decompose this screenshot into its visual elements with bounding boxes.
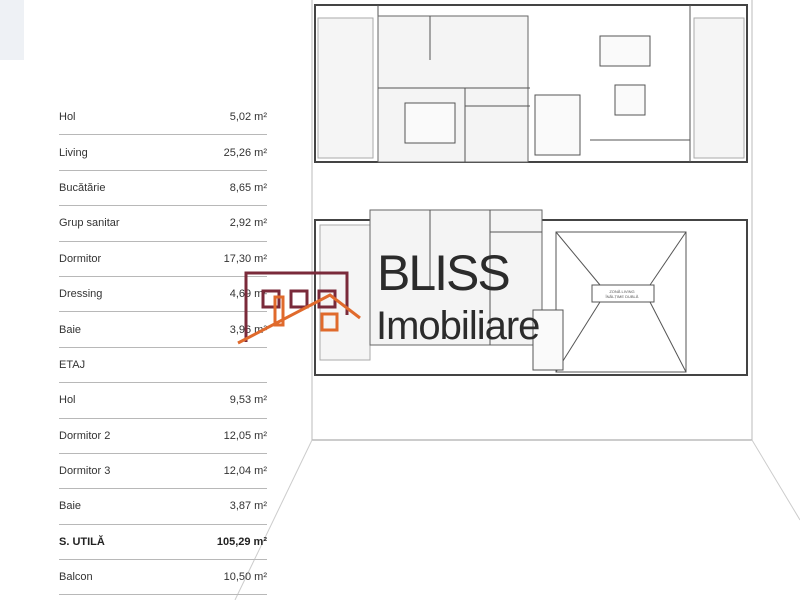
room-name: Dormitor 3 xyxy=(59,465,111,478)
room-name: Baie xyxy=(59,500,82,513)
logo-text-imobiliare: Imobiliare xyxy=(376,304,540,348)
area-table: Hol 5,02 m² Living 25,26 m² Bucătărie 8,65 m²… xyxy=(59,100,267,596)
zone-label-line1: ZONĂ LIVING xyxy=(609,289,635,294)
room-area: 8,65 m² xyxy=(229,181,267,194)
table-row: ETAJ xyxy=(59,348,267,384)
room-name: Dormitor xyxy=(59,252,102,265)
logo-house-icon xyxy=(237,271,361,345)
room-area: 2,92 m² xyxy=(229,217,267,230)
room-area: 10,50 m² xyxy=(223,571,267,584)
room-area: 25,26 m² xyxy=(223,146,267,159)
zone-label-line2: ÎNĂLȚIME DUBLĂ xyxy=(605,294,639,299)
room-area: 17,30 m² xyxy=(223,252,267,265)
table-row: Living 25,26 m² xyxy=(59,135,267,171)
room-area: 3,87 m² xyxy=(229,500,267,513)
table-row: S. UTILĂ 105,29 m² xyxy=(59,525,267,561)
room-name: Living xyxy=(59,146,88,159)
table-row: Balcon 10,50 m² xyxy=(59,560,267,596)
room-area: 9,53 m² xyxy=(229,394,267,407)
room-name: S. UTILĂ xyxy=(59,535,105,548)
room-area: 4,69 m² xyxy=(229,288,267,301)
table-row: Dressing 4,69 m² xyxy=(59,277,267,313)
room-name: Balcon xyxy=(59,571,93,584)
zone-label: ZONĂ LIVING ÎNĂLȚIME DUBLĂ xyxy=(592,289,652,299)
room-area: 12,04 m² xyxy=(223,465,267,478)
table-row: Hol 5,02 m² xyxy=(59,100,267,136)
room-area: 5,02 m² xyxy=(229,111,267,124)
corner-panel xyxy=(0,0,24,60)
room-area: 12,05 m² xyxy=(223,429,267,442)
table-row: Bucătărie 8,65 m² xyxy=(59,171,267,207)
table-row: Dormitor 3 12,04 m² xyxy=(59,454,267,490)
room-name: ETAJ xyxy=(59,358,86,371)
table-row: Hol 9,53 m² xyxy=(59,383,267,419)
table-row: Baie 3,87 m² xyxy=(59,489,267,525)
room-name: Hol xyxy=(59,394,76,407)
room-area: 105,29 m² xyxy=(216,535,267,548)
room-name: Bucătărie xyxy=(59,181,106,194)
room-name: Hol xyxy=(59,111,76,124)
room-name: Dressing xyxy=(59,288,103,301)
room-name: Dormitor 2 xyxy=(59,429,111,442)
room-name: Baie xyxy=(59,323,82,336)
table-row: Grup sanitar 2,92 m² xyxy=(59,206,267,242)
room-name: Grup sanitar xyxy=(59,217,120,230)
table-row: Dormitor 17,30 m² xyxy=(59,242,267,277)
table-row: Dormitor 2 12,05 m² xyxy=(59,419,267,454)
logo-text-bliss: BLISS xyxy=(377,245,511,301)
